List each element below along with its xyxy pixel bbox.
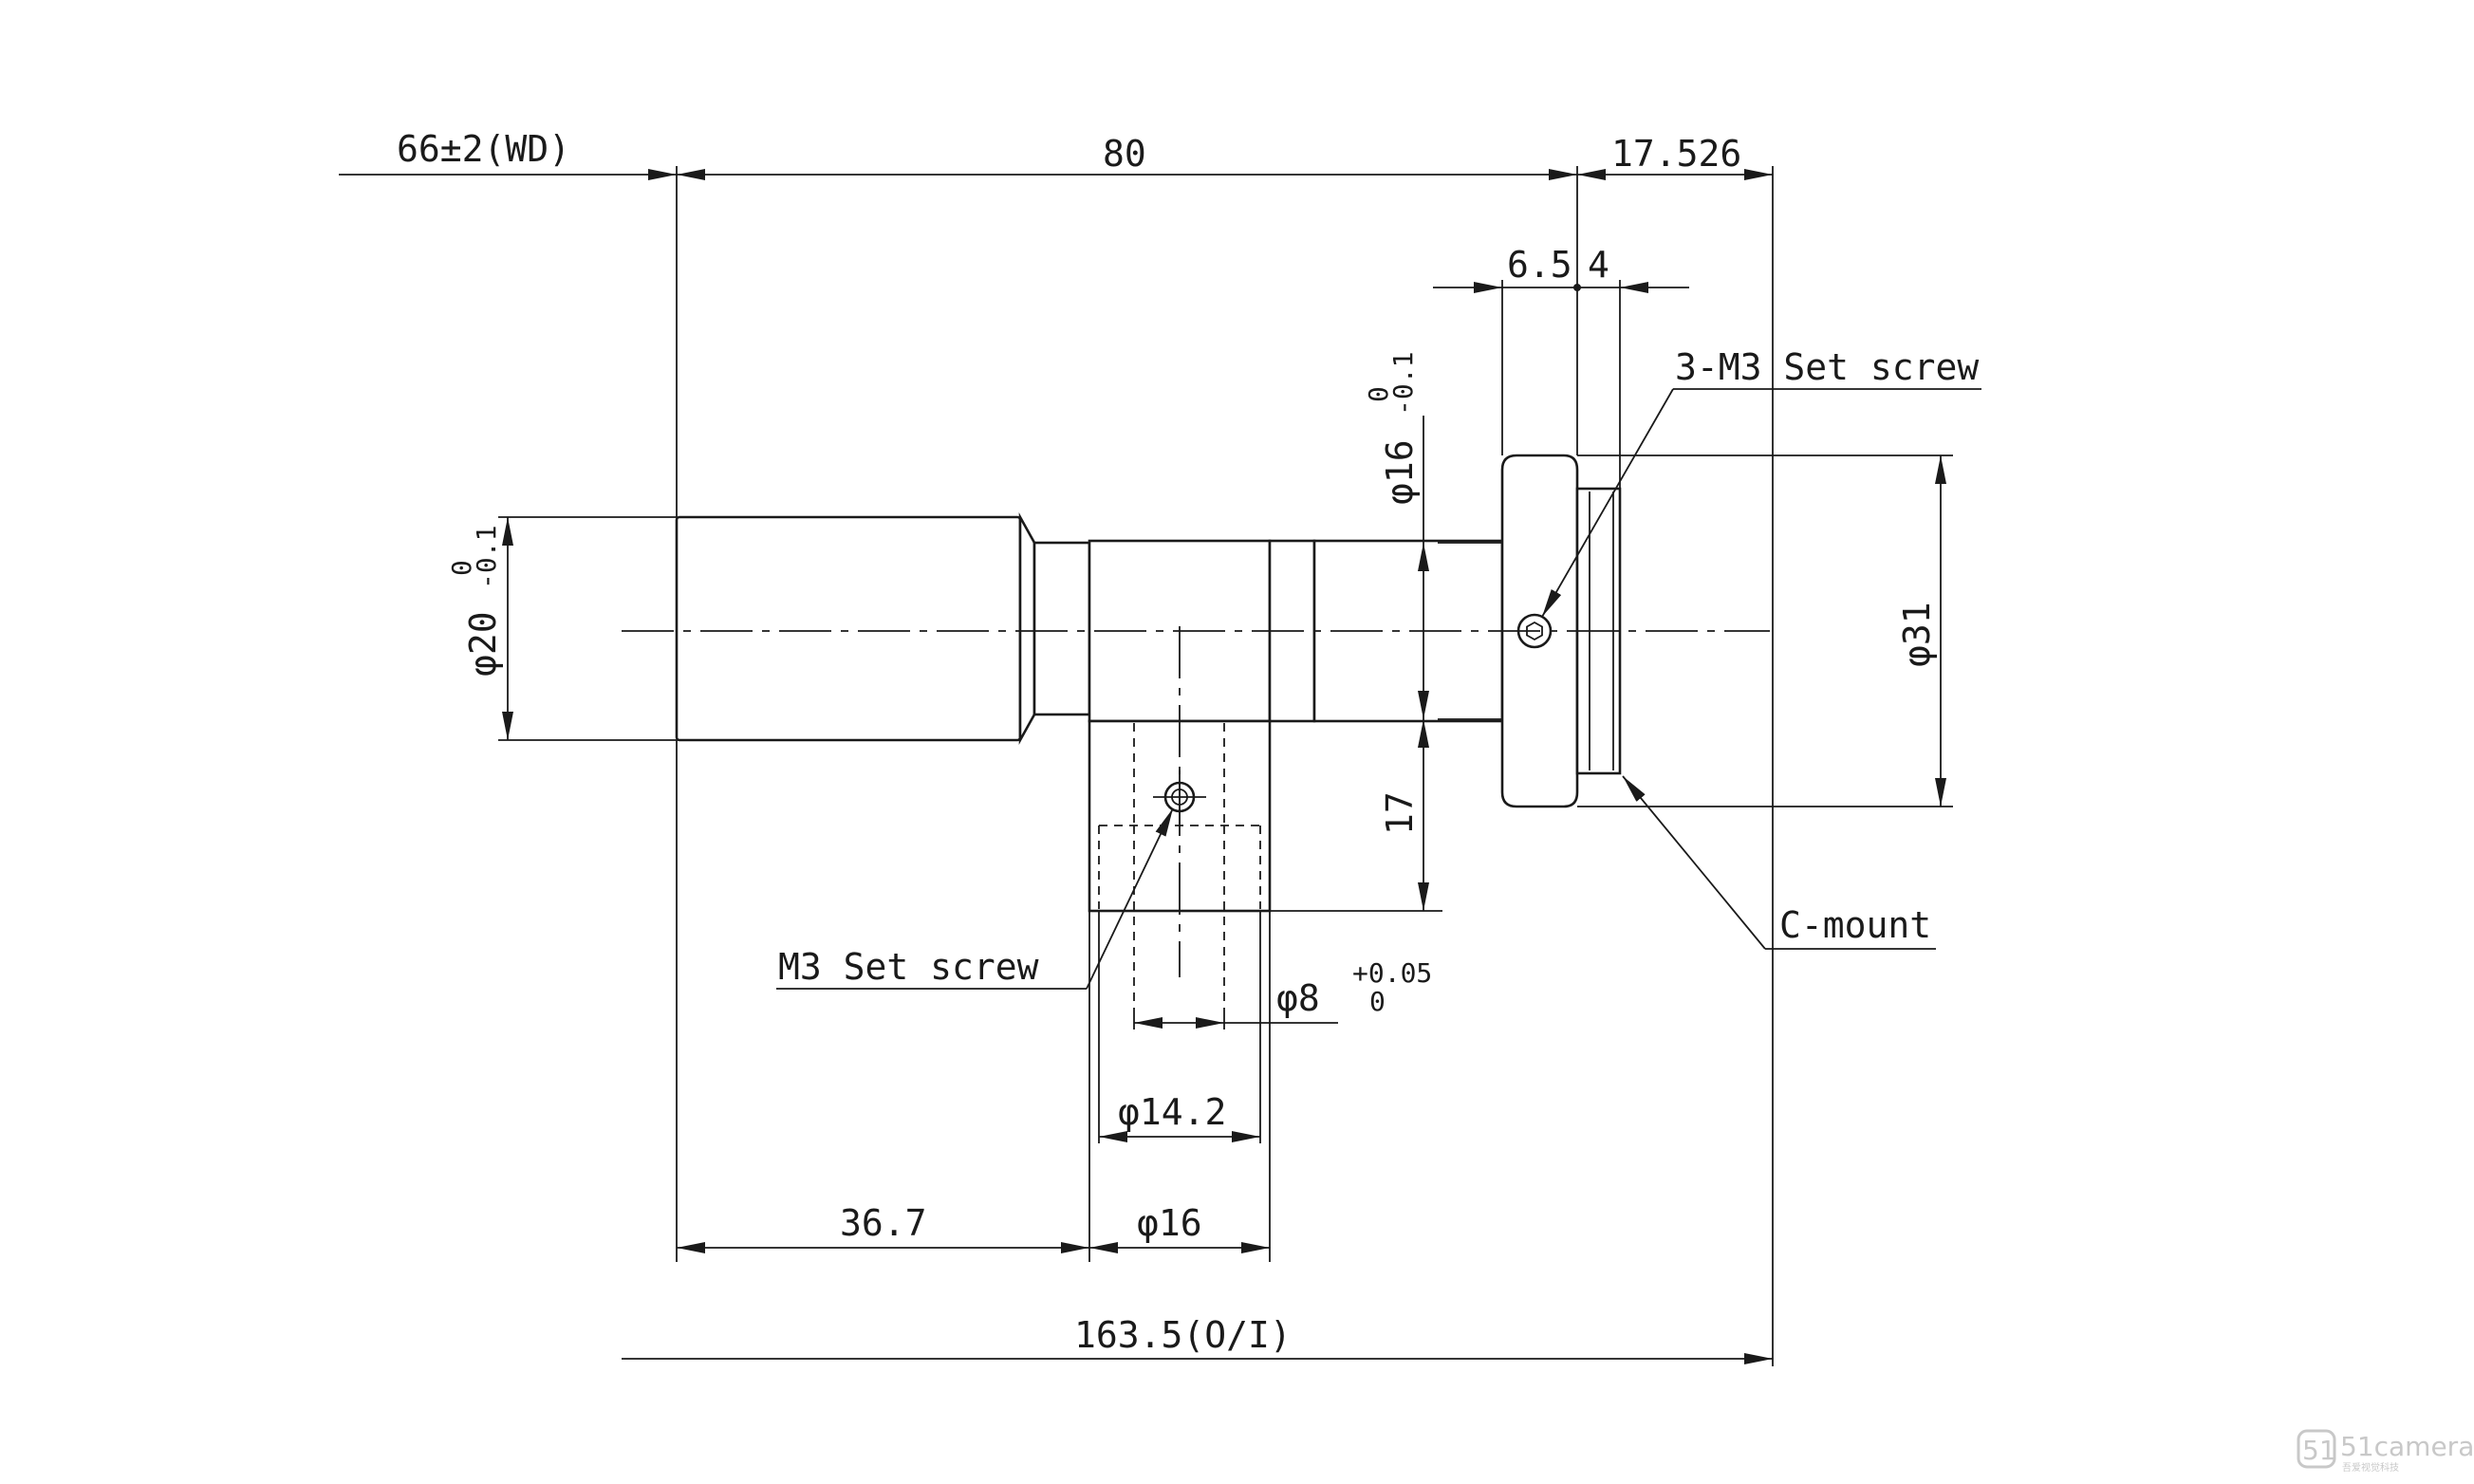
- watermark-logo-glyph: 51: [2302, 1435, 2336, 1466]
- barrel-neck: [1032, 541, 1091, 716]
- watermark-brand: 51camera: [2340, 1431, 2474, 1462]
- label-front-dia-tol-lower: -0.1: [471, 526, 502, 589]
- label-front-dia-tol-upper: 0: [446, 560, 477, 576]
- lens-body: [675, 454, 1622, 1015]
- label-port-mid-dia: φ14.2: [1118, 1091, 1226, 1133]
- label-flange-back: 17.526: [1611, 133, 1741, 175]
- watermark: 51 51camera 吾爱视觉科技: [2297, 1429, 2474, 1474]
- watermark-tagline: 吾爱视觉科技: [2342, 1461, 2399, 1474]
- label-port-height: 17: [1379, 791, 1421, 835]
- label-port-inner-dia: φ8: [1276, 977, 1320, 1019]
- label-barrel-dia-tol-upper: 0: [1363, 386, 1394, 402]
- dimension-lines: [339, 169, 1946, 1364]
- callout-notes: 3-M3 Set screw M3 Set screw C-mount: [778, 346, 1979, 988]
- label-flange-dia: φ31: [1896, 602, 1938, 667]
- extension-lines: [498, 166, 1953, 1366]
- label-port-outer-dia: φ16: [1137, 1202, 1202, 1244]
- leader-lines: [776, 388, 1981, 990]
- note-port-set-screw: M3 Set screw: [778, 946, 1039, 988]
- note-flange-set-screw: 3-M3 Set screw: [1675, 346, 1979, 388]
- dimension-labels: 66±2(WD) 80 17.526 6.5 4 φ20 -0.1 0 φ16 …: [397, 128, 1938, 1356]
- center-lines: [622, 626, 1770, 977]
- label-port-offset: 36.7: [840, 1202, 927, 1244]
- label-port-inner-tol-upper: +0.05: [1352, 957, 1432, 989]
- label-barrel-dia-tol-lower: -0.1: [1387, 352, 1419, 416]
- label-working-distance: 66±2(WD): [397, 128, 570, 170]
- front-barrel: [675, 515, 1022, 742]
- label-lens-length: 80: [1103, 133, 1146, 175]
- note-c-mount: C-mount: [1779, 904, 1931, 946]
- label-port-inner-tol-lower: 0: [1369, 986, 1386, 1017]
- label-front-dia: φ20: [462, 611, 504, 677]
- watermark-logo-icon: [2297, 1429, 2336, 1469]
- label-flange-thickness: 6.5: [1507, 244, 1572, 286]
- label-total-length: 163.5(O/I): [1074, 1314, 1292, 1356]
- label-mount-thread: 4: [1588, 244, 1609, 286]
- barrel-taper: [1018, 511, 1036, 746]
- label-barrel-dia: φ16: [1379, 439, 1421, 505]
